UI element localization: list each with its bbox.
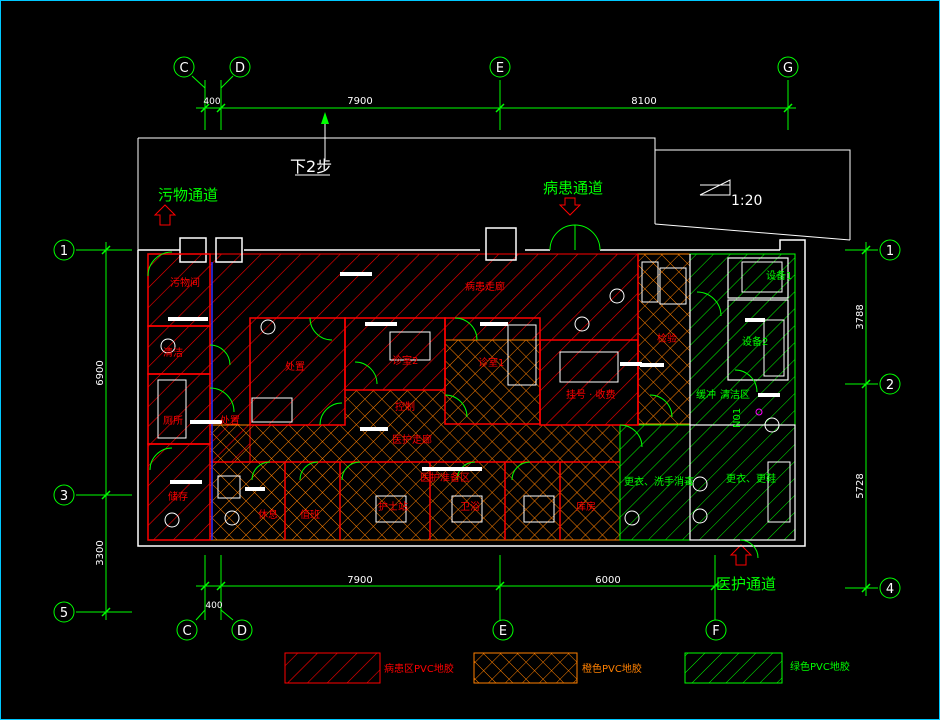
svg-text:3: 3	[60, 489, 68, 504]
dim-top-8100: 8100	[631, 96, 656, 107]
dim-bottom-6000: 6000	[595, 575, 620, 586]
room-reception-label: 挂号 · 收费	[566, 388, 616, 401]
axis-bubble-top-g: G	[777, 56, 799, 78]
room-wash-label: 更衣、洗手消毒	[624, 475, 694, 488]
axis-bubble-bottom-e: E	[492, 619, 514, 641]
steps-label: 下2步	[290, 157, 332, 176]
room-a-label: 处置	[285, 361, 305, 373]
axis-bubble-left-1: 1	[53, 239, 75, 261]
doors	[147, 224, 759, 559]
axis-bubble-right-1: 1	[879, 239, 901, 261]
legend-red-label: 病患区PVC地胶	[384, 662, 454, 675]
room-eq2-label: 设备2	[742, 335, 768, 348]
axis-bubble-left-3: 3	[53, 484, 75, 506]
room-toilet-label: 厕所	[163, 415, 183, 427]
grid-lines	[76, 80, 878, 620]
axis-bubble-top-e: E	[489, 56, 511, 78]
axis-bubble-bottom-c: C	[176, 619, 198, 641]
axis-bubble-top-c: C	[173, 56, 195, 78]
legend-orange-label: 橙色PVC地胶	[582, 662, 642, 675]
svg-text:C: C	[179, 61, 188, 76]
dirty-passage-arrow-icon	[153, 204, 177, 226]
svg-text:1: 1	[886, 244, 894, 259]
room-change-label: 更衣、更鞋	[726, 472, 776, 485]
room-treat-left-label: 处置	[220, 415, 240, 427]
walls	[137, 227, 806, 547]
dim-right-5728: 5728	[855, 473, 866, 498]
dim-top-400: 400	[203, 97, 220, 107]
patient-passage-arrow-icon	[558, 197, 582, 216]
axis-bubble-right-4: 4	[879, 577, 901, 599]
room-consult2-label: 诊室2	[392, 354, 418, 367]
grid-ticks	[101, 103, 871, 617]
room-nurse-label: 护士站	[378, 500, 408, 513]
axis-bubble-bottom-d: D	[231, 619, 253, 641]
legend: 病患区PVC地胶 橙色PVC地胶 绿色PVC地胶	[284, 652, 850, 684]
room-n01-label: N01	[732, 408, 743, 428]
axis-bubble-bottom-f: F	[705, 619, 727, 641]
svg-text:F: F	[712, 624, 719, 639]
svg-text:G: G	[783, 61, 793, 76]
room-dirty-label: 污物间	[170, 276, 200, 289]
dim-right-3788: 3788	[855, 304, 866, 329]
room-control-label: 控制	[395, 400, 415, 413]
dim-bottom-7900: 7900	[347, 575, 372, 586]
room-buffer-label: 缓冲	[696, 388, 716, 401]
staff-passage-label: 医护通道	[716, 575, 776, 593]
axis-bubble-left-5: 5	[53, 601, 75, 623]
steps-arrow	[295, 112, 330, 176]
dim-left-3300: 3300	[95, 540, 106, 565]
interior-walls	[147, 253, 639, 541]
svg-text:D: D	[235, 61, 245, 76]
ramp-label: 1:20	[731, 193, 762, 209]
axis-bubble-right-2: 2	[879, 373, 901, 395]
room-on-duty-label: 值班	[300, 508, 320, 521]
dim-left-6900: 6900	[95, 360, 106, 385]
svg-text:D: D	[237, 624, 247, 639]
top-canopy	[137, 137, 851, 250]
patient-corridor-label: 病患走廊	[465, 280, 505, 293]
legend-green-label: 绿色PVC地胶	[790, 660, 850, 673]
room-clean-label: 清洁	[163, 346, 183, 359]
staff-passage-arrow-icon	[729, 544, 753, 566]
svg-text:C: C	[182, 624, 191, 639]
room-eq1-label: 设备1	[766, 269, 792, 282]
svg-text:E: E	[496, 61, 504, 76]
staff-corridor-label: 医护走廊	[392, 433, 432, 446]
patient-passage-label: 病患通道	[543, 179, 603, 197]
room-lab-label: 检验	[657, 332, 677, 345]
dim-top-7900: 7900	[347, 96, 372, 107]
svg-text:E: E	[499, 624, 507, 639]
furniture	[157, 261, 791, 528]
label-tags	[168, 272, 780, 491]
svg-text:4: 4	[886, 582, 894, 597]
svg-text:2: 2	[886, 378, 894, 393]
axis-bubble-top-d: D	[229, 56, 251, 78]
room-toilet2-label: 卫浴	[460, 501, 480, 513]
room-rest-label: 休息	[258, 508, 278, 521]
dirty-passage-label: 污物通道	[158, 186, 218, 204]
magenta-marker	[755, 408, 763, 416]
dim-bottom-400: 400	[205, 601, 222, 611]
room-store2-label: 库房	[576, 500, 596, 513]
room-store-label: 储存	[168, 490, 188, 503]
room-consult1-label: 诊室1	[478, 356, 504, 369]
room-clean-area-label: 清洁区	[720, 388, 750, 401]
svg-text:5: 5	[60, 606, 68, 621]
room-prep-label: 医护准备区	[420, 471, 470, 484]
svg-text:1: 1	[60, 244, 68, 259]
